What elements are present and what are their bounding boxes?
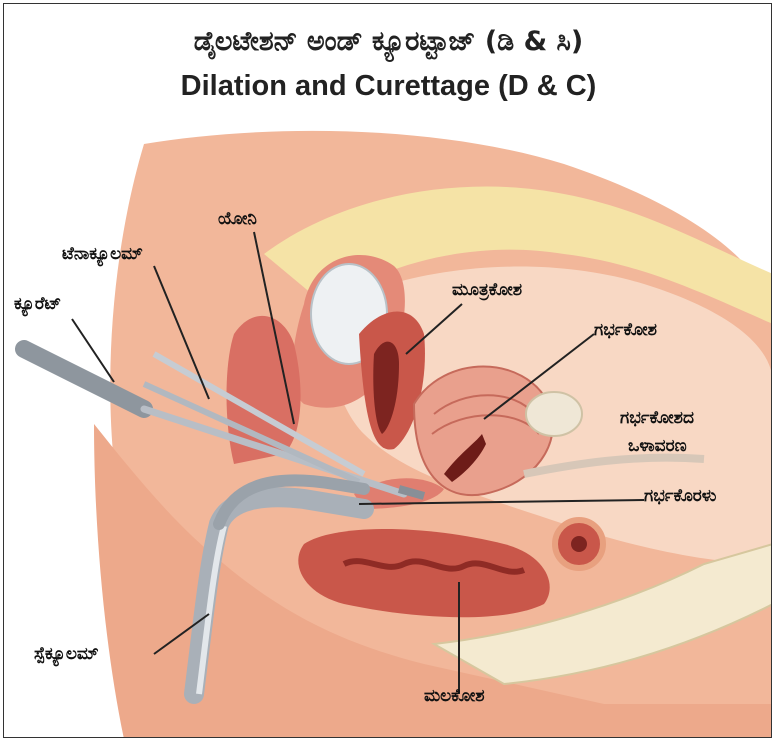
label-tenaculum: ಟೆನಾಕ್ಯೂಲಮ್	[62, 244, 143, 264]
anatomy-illustration	[4, 4, 772, 738]
diagram-frame: ಡೈಲಟೇಶನ್ ಅಂಡ್ ಕ್ಯೂರಟ್ಟಾಜ್ (ಡಿ & ಸಿ) Dila…	[3, 3, 772, 738]
label-rectum: ಮಲಕೋಶ	[424, 686, 485, 706]
label-cervix: ಗರ್ಭಕೊರಳು	[644, 486, 716, 506]
label-uterus: ಗರ್ಭಕೋಶ	[594, 320, 657, 340]
label-bladder: ಮೂತ್ರಕೋಶ	[452, 280, 522, 300]
label-curette: ಕ್ಯೂರೆಟ್	[14, 294, 61, 314]
label-uterine-lining-line1: ಗರ್ಭಕೋಶದ	[620, 408, 694, 428]
label-vagina: ಯೋನಿ	[218, 209, 257, 229]
ovary	[526, 392, 582, 436]
label-speculum: ಸ್ಪೆಕ್ಯೂಲಮ್	[34, 644, 99, 664]
label-uterine-lining-line2: ಒಳಾವರಣ	[628, 436, 687, 456]
